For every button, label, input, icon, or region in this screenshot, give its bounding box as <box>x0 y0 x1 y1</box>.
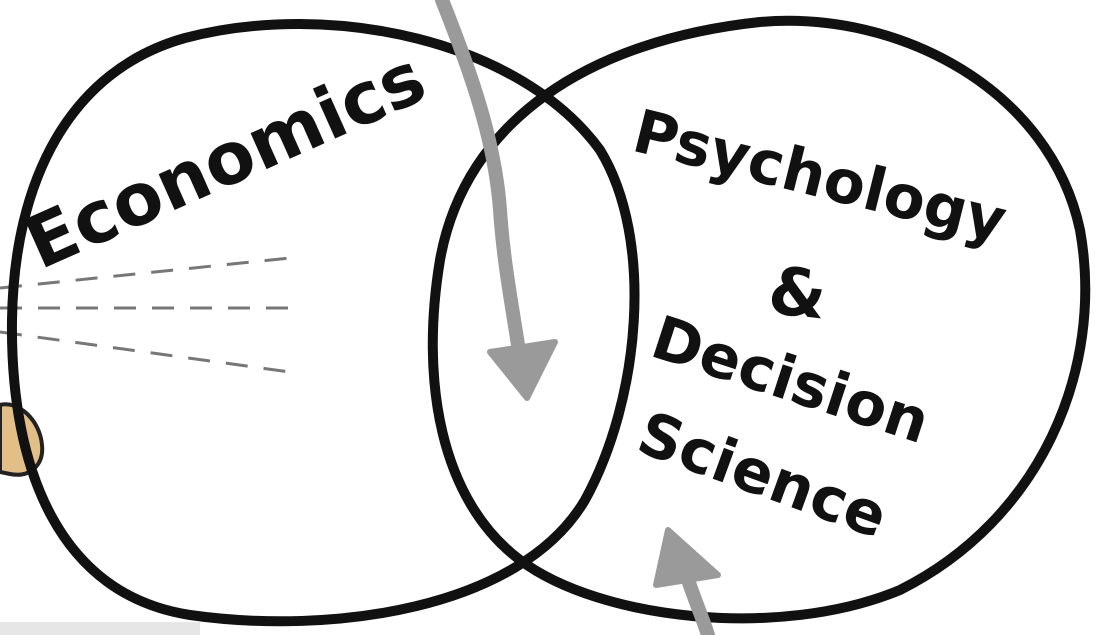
motion-lines <box>0 256 291 374</box>
economics-label: Economics <box>13 35 438 286</box>
psychology-circle <box>427 15 1091 624</box>
ampersand-label: & <box>765 252 830 335</box>
arrow-bottom-icon <box>653 527 721 635</box>
psychology-label: Psychology <box>626 97 1013 257</box>
panel-corner <box>0 622 200 635</box>
arrow-top-icon <box>435 0 558 401</box>
